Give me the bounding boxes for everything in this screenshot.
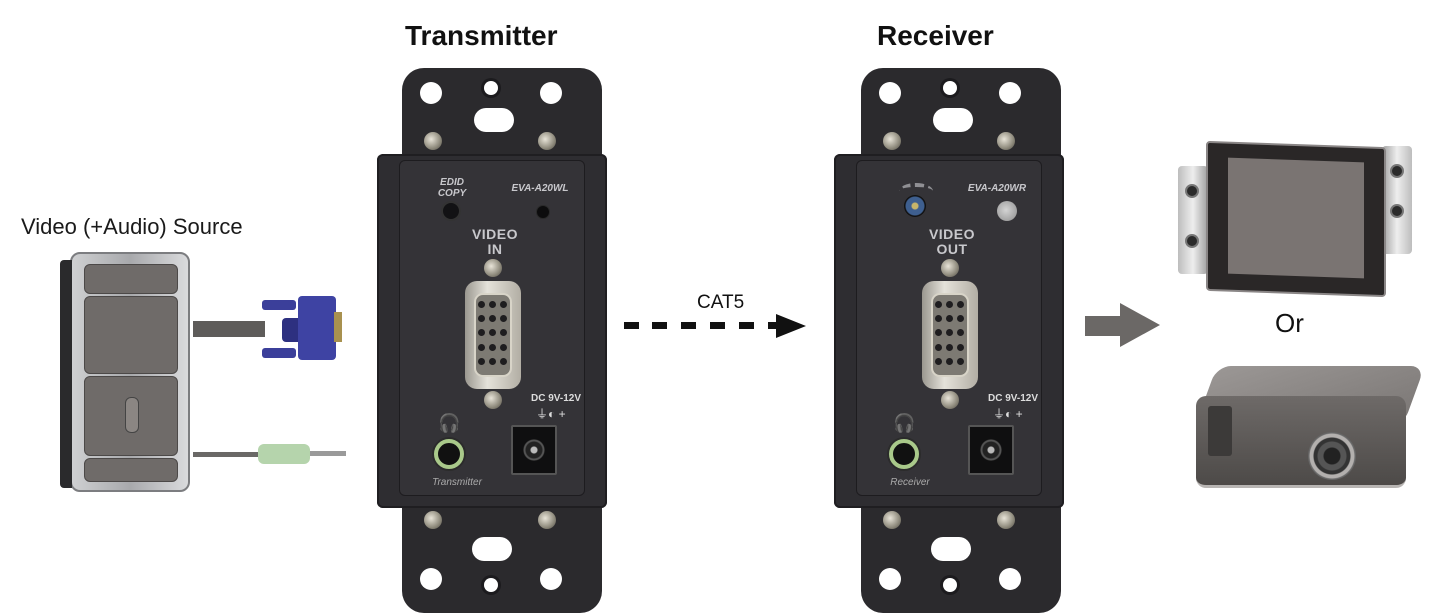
- transmitter-footer-label: Transmitter: [432, 477, 482, 488]
- receiver-model: EVA-A20WR: [967, 183, 1027, 194]
- receiver-footer-label: Receiver: [890, 477, 930, 488]
- receiver-face: EVA-A20WR VIDEO OUT DC 9V-12V ⏚◐ + 🎧: [856, 160, 1042, 496]
- screw-icon: [883, 132, 901, 150]
- vga-cable: [193, 321, 265, 337]
- cat5-label: CAT5: [697, 292, 745, 313]
- screw-icon: [941, 259, 959, 277]
- screw-icon: [883, 511, 901, 529]
- dc-power-jack[interactable]: [511, 425, 557, 475]
- flow-arrow-icon: [1120, 303, 1160, 347]
- transmitter-face: EDID COPY EVA-A20WL VIDEO IN: [399, 160, 585, 496]
- audio-cable: [193, 452, 258, 457]
- dc-power-jack[interactable]: [968, 425, 1014, 475]
- polarity-icon: ⏚◐ +: [536, 407, 566, 421]
- receiver-body: EVA-A20WR VIDEO OUT DC 9V-12V ⏚◐ + 🎧: [834, 154, 1064, 508]
- headphone-icon: 🎧: [438, 413, 461, 433]
- flat-panel-display-icon: [1178, 140, 1412, 298]
- edid-copy-button[interactable]: [441, 201, 461, 221]
- transmitter-title: Transmitter: [405, 20, 558, 51]
- video-in-label: VIDEO IN: [471, 226, 519, 257]
- vga-out-port[interactable]: [922, 281, 978, 389]
- screw-icon: [538, 132, 556, 150]
- video-out-label: VIDEO OUT: [928, 226, 976, 257]
- screw-icon: [424, 132, 442, 150]
- gain-adjust-knob[interactable]: [904, 195, 926, 217]
- transmitter-model: EVA-A20WL: [511, 183, 569, 194]
- audio-in-jack[interactable]: [434, 439, 464, 469]
- or-label: Or: [1275, 308, 1304, 338]
- projector-icon: [1195, 358, 1425, 498]
- audio-out-jack[interactable]: [889, 439, 919, 469]
- source-label: Video (+Audio) Source: [21, 214, 243, 239]
- transmitter-body: EDID COPY EVA-A20WL VIDEO IN: [377, 154, 607, 508]
- screw-icon: [424, 511, 442, 529]
- polarity-icon: ⏚◐ +: [993, 407, 1023, 421]
- screw-icon: [538, 511, 556, 529]
- screw-icon: [484, 391, 502, 409]
- screw-icon: [997, 511, 1015, 529]
- audio-plug-icon: [258, 444, 346, 464]
- screw-icon: [997, 132, 1015, 150]
- screw-icon: [941, 391, 959, 409]
- flow-arrow-shaft: [1085, 316, 1125, 336]
- status-led: [997, 201, 1017, 221]
- status-led: [536, 205, 550, 219]
- receiver-title: Receiver: [877, 20, 994, 51]
- dc-voltage-label: DC 9V-12V: [531, 393, 582, 404]
- pc-tower-icon: [60, 252, 190, 492]
- dc-voltage-label: DC 9V-12V: [988, 393, 1039, 404]
- dashed-arrow-head-icon: [776, 314, 806, 338]
- vga-connector-icon: [262, 296, 342, 362]
- headphone-icon: 🎧: [893, 413, 916, 433]
- gain-scale-icon: [899, 183, 933, 199]
- edid-copy-label: EDID COPY: [437, 177, 467, 199]
- screw-icon: [484, 259, 502, 277]
- vga-in-port[interactable]: [465, 281, 521, 389]
